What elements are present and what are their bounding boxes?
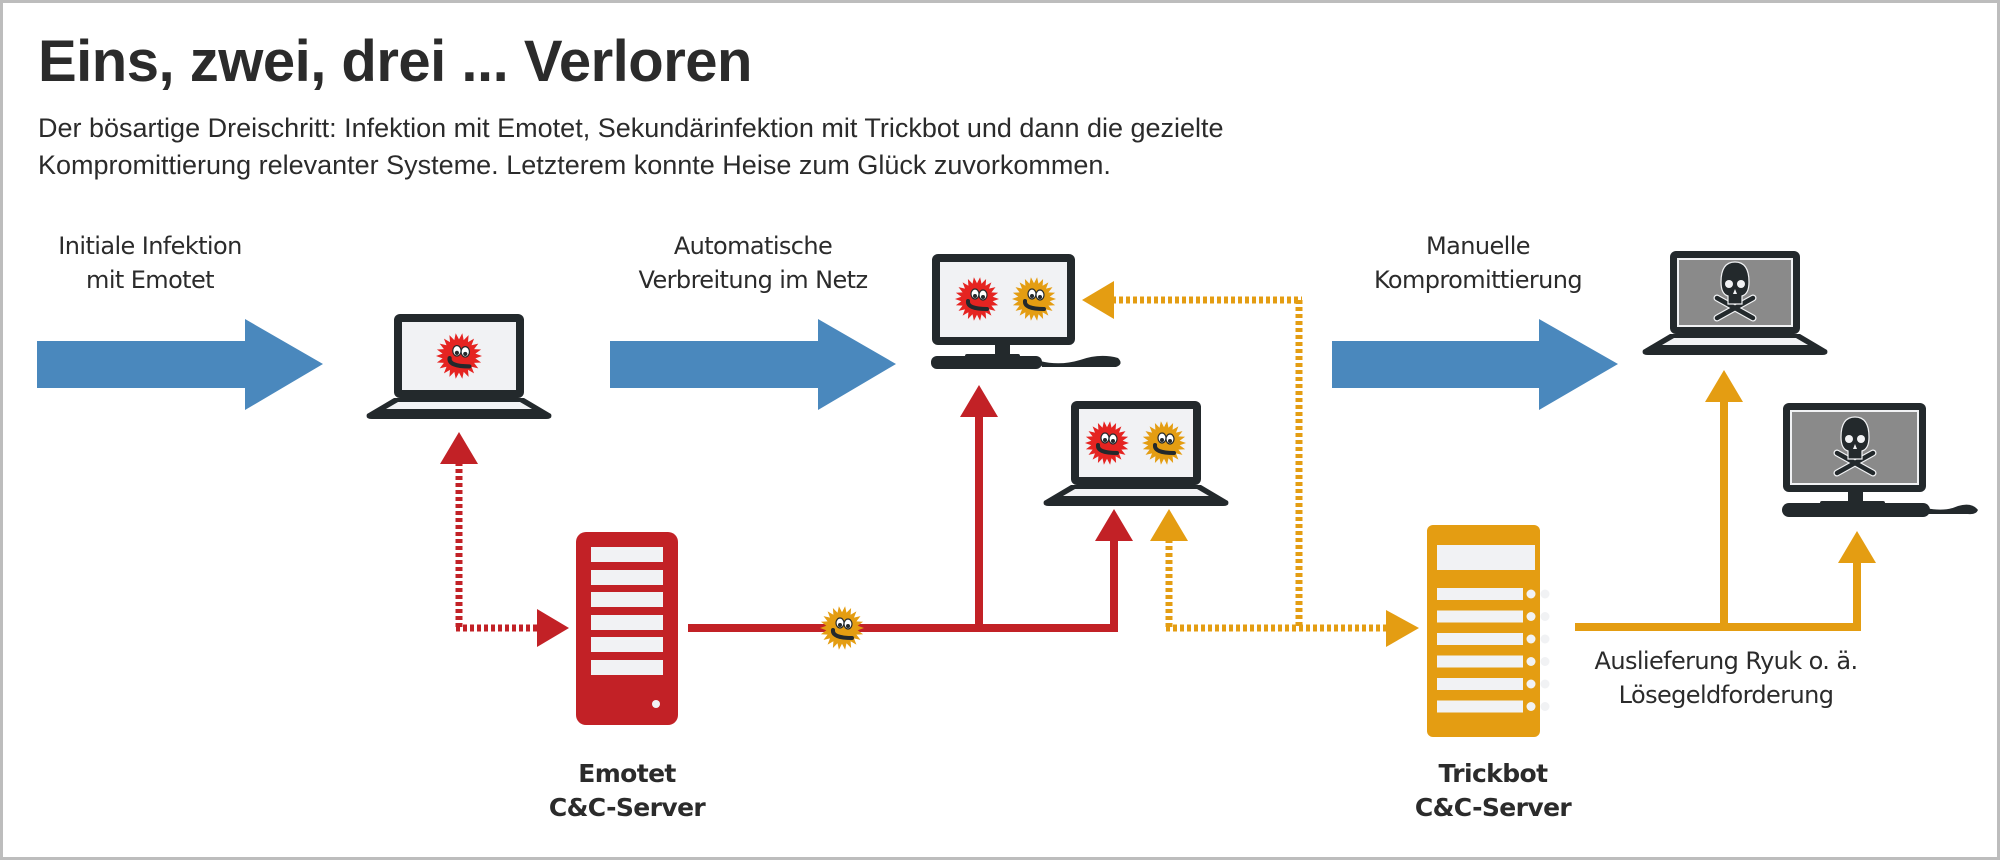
- flow-arrow-automatic-spread: [610, 319, 896, 410]
- emotet-spread-lines: [688, 385, 1133, 650]
- trickbot-virus-icon: [820, 606, 864, 650]
- trickbot-server-label: Trickbot C&C-Server: [1414, 757, 1572, 825]
- desktop-skull-icon: [1782, 403, 1978, 517]
- stage-label-line: mit Emotet: [86, 266, 215, 294]
- skull-crossbones-icon: [1713, 261, 1757, 322]
- laptop-emotet-trickbot-icon: [1043, 401, 1229, 506]
- server-label-line: C&C-Server: [548, 793, 706, 822]
- trickbot-virus-icon: [1012, 277, 1056, 321]
- laptop-emotet-icon: [366, 314, 552, 419]
- subtitle-line-1: Der bösartige Dreischritt: Infektion mit…: [38, 113, 1224, 143]
- trickbot-server-icon: [1427, 525, 1550, 737]
- subtitle-line-2: Kompromittierung relevanter Systeme. Let…: [38, 150, 1111, 180]
- stage-label-line: Kompromittierung: [1373, 266, 1583, 294]
- stage-label-line: Manuelle: [1426, 232, 1531, 260]
- stage-label-automatic-spread: Automatische Verbreitung im Netz: [638, 229, 869, 297]
- trickbot-c2-links: [1082, 281, 1419, 647]
- server-label-line: Trickbot: [1438, 759, 1548, 788]
- emotet-virus-icon: [436, 333, 482, 379]
- laptop-skull-icon: [1642, 251, 1828, 355]
- stage-label-line: Automatische: [673, 232, 833, 260]
- stage-label-line: Initiale Infektion: [58, 232, 242, 260]
- flow-arrow-initial-infection: [37, 319, 323, 410]
- page-title: Eins, zwei, drei ... Verloren: [38, 29, 752, 94]
- desktop-emotet-trickbot-icon: [931, 254, 1121, 369]
- emotet-c2-link: [440, 432, 569, 647]
- skull-crossbones-icon: [1833, 416, 1877, 477]
- emotet-virus-icon: [955, 277, 999, 321]
- ryuk-delivery-lines: [1575, 370, 1876, 631]
- stage-label-initial-infection: Initiale Infektion mit Emotet: [58, 229, 242, 297]
- stage-label-manual-compromise: Manuelle Kompromittierung: [1373, 229, 1583, 297]
- page-subtitle: Der bösartige Dreischritt: Infektion mit…: [38, 110, 1224, 184]
- delivery-label-line: Auslieferung Ryuk o. ä.: [1594, 647, 1859, 675]
- delivery-label-line: Lösegeldforderung: [1618, 681, 1834, 709]
- server-label-line: Emotet: [578, 759, 676, 788]
- trickbot-virus-icon: [1142, 421, 1186, 465]
- flow-arrow-manual-compromise: [1332, 319, 1618, 410]
- server-label-line: C&C-Server: [1414, 793, 1572, 822]
- stage-label-line: Verbreitung im Netz: [638, 266, 869, 294]
- emotet-virus-icon: [1085, 421, 1129, 465]
- emotet-server-icon: [576, 532, 678, 725]
- ryuk-delivery-label: Auslieferung Ryuk o. ä. Lösegeldforderun…: [1594, 644, 1859, 712]
- emotet-server-label: Emotet C&C-Server: [548, 757, 706, 825]
